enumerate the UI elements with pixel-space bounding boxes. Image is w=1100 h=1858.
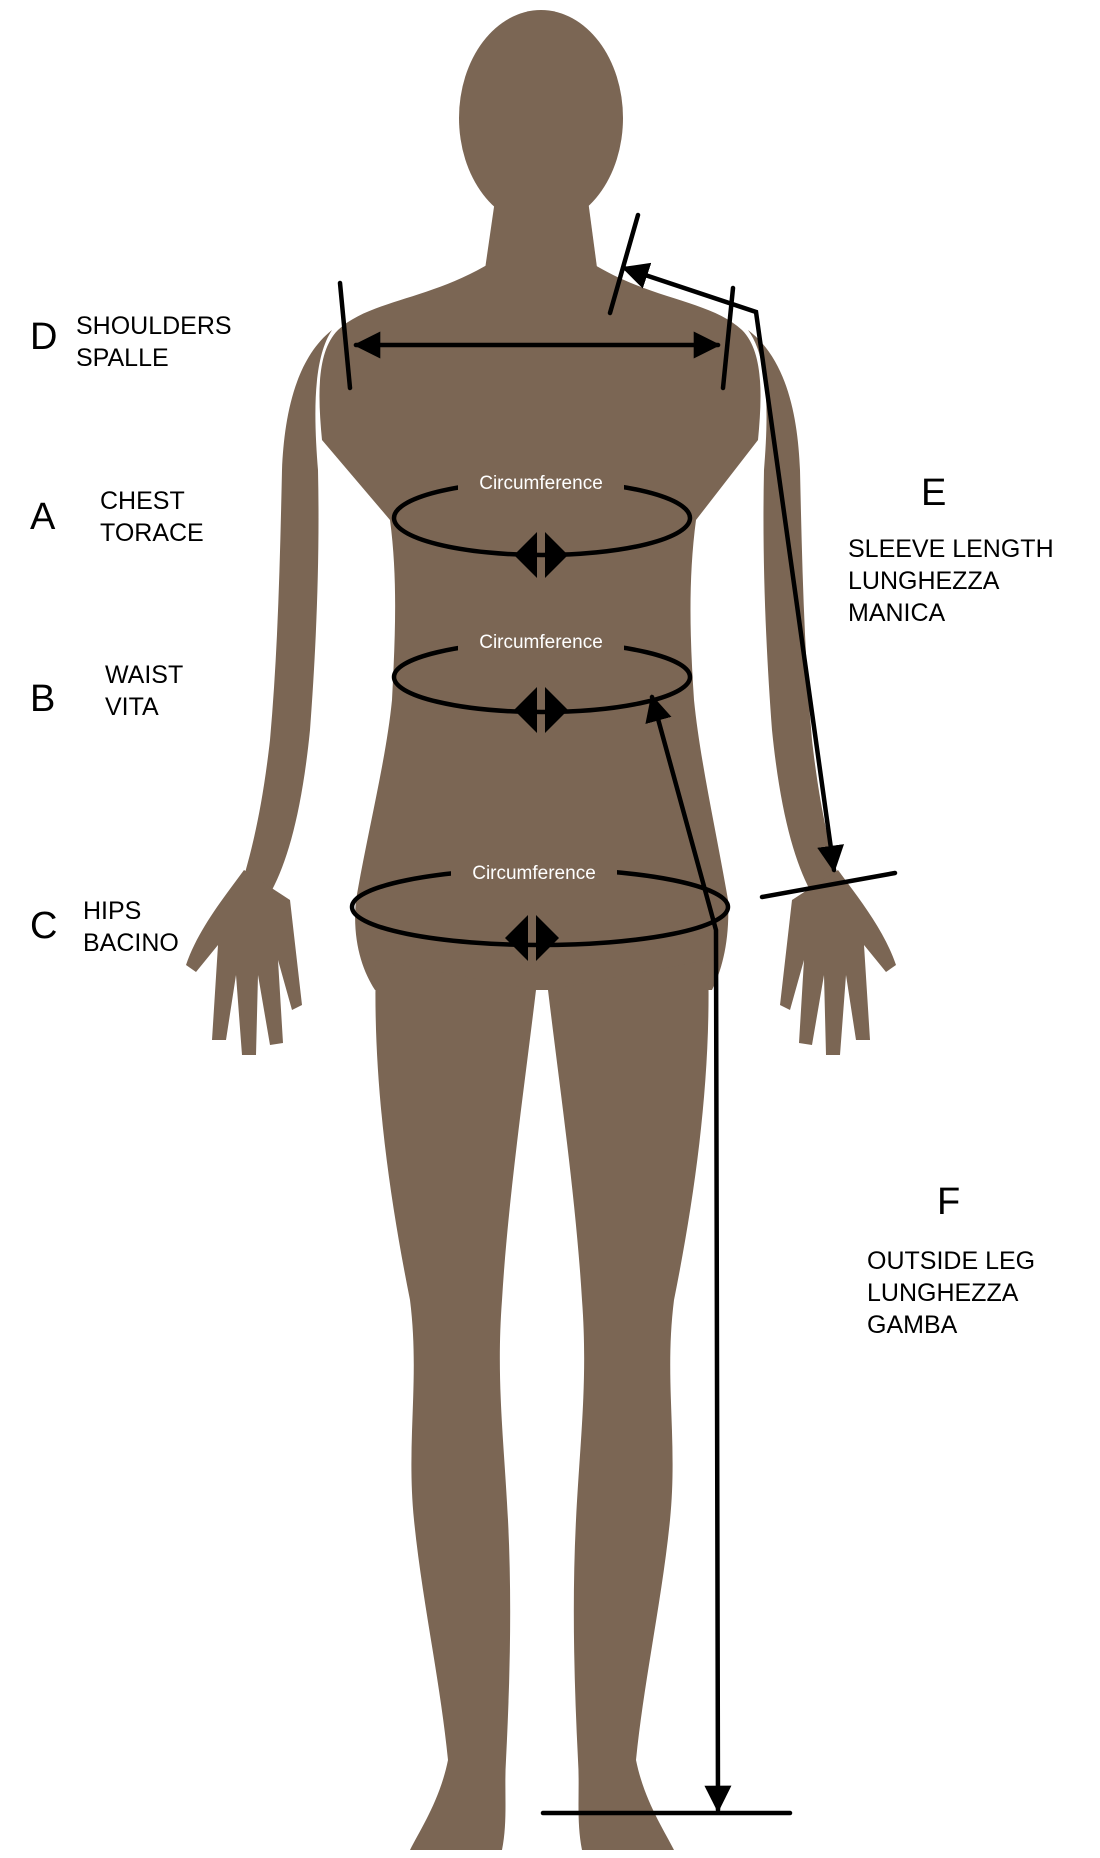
outside-leg-label-it-1: LUNGHEZZA bbox=[867, 1278, 1018, 1309]
sleeve-label-en: SLEEVE LENGTH bbox=[848, 534, 1054, 565]
right-arm bbox=[748, 330, 842, 890]
measurement-letter-f: F bbox=[937, 1183, 960, 1221]
outside-leg-label-en: OUTSIDE LEG bbox=[867, 1246, 1035, 1277]
hips-label-en: HIPS bbox=[83, 896, 141, 927]
waist-circumference-label: Circumference bbox=[479, 632, 603, 653]
head bbox=[459, 10, 623, 226]
sleeve-label-it-1: LUNGHEZZA bbox=[848, 566, 999, 597]
left-leg bbox=[375, 960, 536, 1850]
hips-circumference-label: Circumference bbox=[472, 863, 596, 884]
measurement-letter-d: D bbox=[30, 318, 57, 356]
chest-label-en: CHEST bbox=[100, 486, 185, 517]
shoulders-label-en: SHOULDERS bbox=[76, 311, 232, 342]
outside-leg-label-it-2: GAMBA bbox=[867, 1310, 957, 1341]
waist-label-it: VITA bbox=[105, 692, 159, 723]
shoulders-label-it: SPALLE bbox=[76, 343, 169, 374]
measurement-letter-c: C bbox=[30, 907, 57, 945]
chest-label-it: TORACE bbox=[100, 518, 204, 549]
measurement-letter-b: B bbox=[30, 680, 55, 718]
measurement-letter-e: E bbox=[921, 474, 946, 512]
measurement-letter-a: A bbox=[30, 498, 55, 536]
hips-label-it: BACINO bbox=[83, 928, 179, 959]
sleeve-label-it-2: MANICA bbox=[848, 598, 945, 629]
waist-label-en: WAIST bbox=[105, 660, 183, 691]
left-arm bbox=[240, 330, 332, 890]
right-leg bbox=[548, 960, 709, 1850]
chest-circumference-label: Circumference bbox=[479, 473, 603, 494]
left-hand bbox=[186, 870, 302, 1055]
right-hand bbox=[780, 870, 896, 1055]
